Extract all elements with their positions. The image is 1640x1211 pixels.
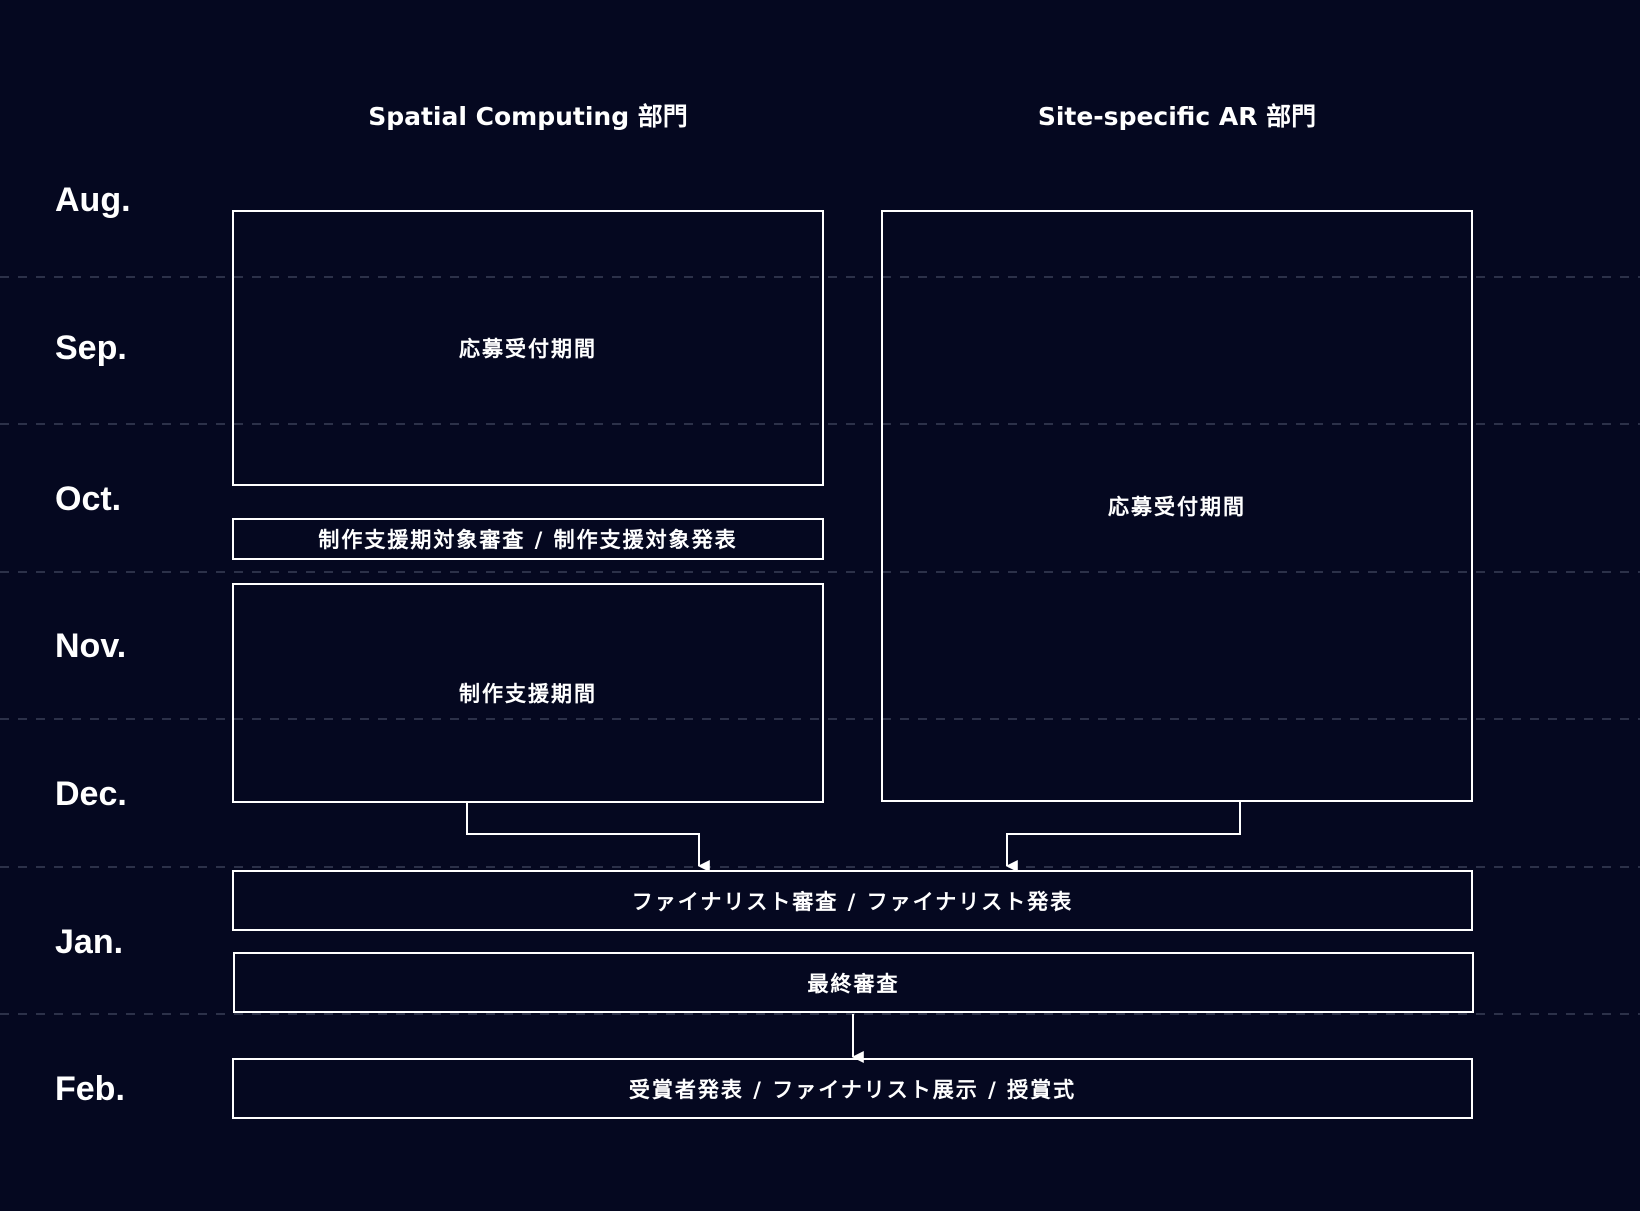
column-header-spatial-computing: Spatial Computing 部門 bbox=[368, 102, 688, 131]
final-review-label: 最終審査 bbox=[807, 971, 900, 996]
awards-label: 受賞者発表 / ファイナリスト展示 / 授賞式 bbox=[628, 1077, 1077, 1102]
finalist-review-label: ファイナリスト審査 / ファイナリスト発表 bbox=[631, 889, 1074, 914]
arrow-site-to-finalist bbox=[1005, 802, 1241, 872]
month-label-nov: Nov. bbox=[55, 627, 127, 665]
final-review-box: 最終審査 bbox=[233, 952, 1474, 1013]
site-application-period-label: 応募受付期間 bbox=[1108, 495, 1246, 519]
month-label-feb: Feb. bbox=[55, 1070, 125, 1108]
month-label-aug: Aug. bbox=[55, 181, 131, 219]
site-application-period-box: 応募受付期間 bbox=[881, 210, 1473, 802]
finalist-review-box: ファイナリスト審査 / ファイナリスト発表 bbox=[232, 870, 1473, 931]
column-header-site-specific-ar: Site-specific AR 部門 bbox=[1037, 102, 1317, 131]
month-label-jan: Jan. bbox=[55, 923, 124, 961]
month-label-oct: Oct. bbox=[55, 480, 122, 518]
month-label-sep: Sep. bbox=[55, 329, 127, 367]
spatial-application-period-label: 応募受付期間 bbox=[459, 337, 597, 361]
spatial-application-period-box: 応募受付期間 bbox=[232, 210, 824, 486]
month-label-dec: Dec. bbox=[55, 775, 127, 813]
production-support-period-box: 制作支援期間 bbox=[232, 583, 824, 803]
production-support-period-label: 制作支援期間 bbox=[459, 682, 597, 706]
arrow-spatial-to-finalist bbox=[466, 802, 710, 872]
support-review-box: 制作支援期対象審査 / 制作支援対象発表 bbox=[232, 518, 824, 560]
awards-box: 受賞者発表 / ファイナリスト展示 / 授賞式 bbox=[232, 1058, 1473, 1119]
support-review-label: 制作支援期対象審査 / 制作支援対象発表 bbox=[318, 528, 738, 552]
